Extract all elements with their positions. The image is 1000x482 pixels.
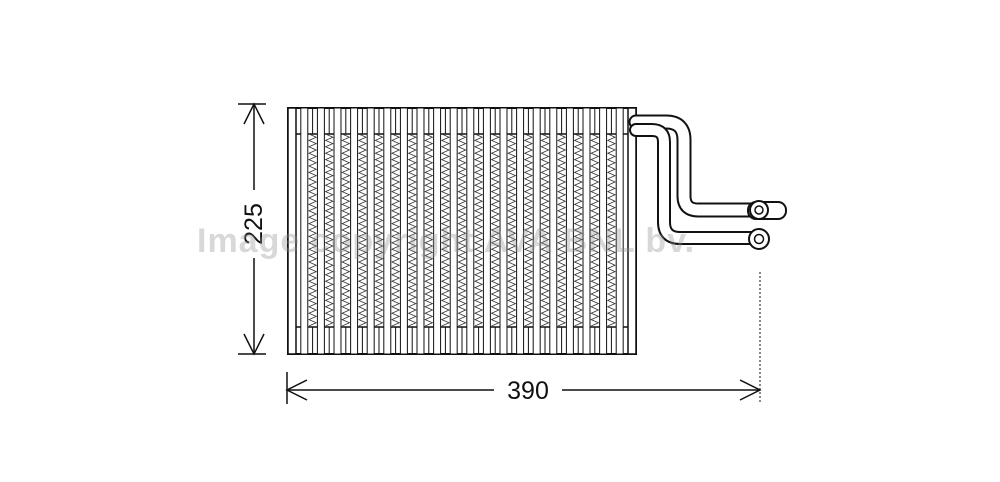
fin-corrugation <box>590 133 600 327</box>
flat-tube <box>449 107 458 355</box>
flat-tube <box>532 107 541 355</box>
copyright-watermark: Image copyright AVA BNL bv. <box>197 222 695 260</box>
fin-corrugation <box>540 133 550 327</box>
flat-tube <box>565 107 574 355</box>
fin-corrugation <box>424 133 434 327</box>
width-dimension-label: 390 <box>507 377 549 405</box>
flat-tube <box>333 107 342 355</box>
fin-corrugation <box>523 133 534 327</box>
fin-corrugation <box>307 133 318 327</box>
fin-corrugation <box>573 133 583 327</box>
flat-tube <box>316 107 325 355</box>
flat-tube <box>300 107 309 355</box>
fin-corrugation <box>457 133 467 327</box>
flat-tube <box>466 107 475 355</box>
fin-corrugation <box>490 133 500 327</box>
flat-tube <box>516 107 525 355</box>
fin-corrugation <box>440 133 451 327</box>
fin-corrugation <box>374 133 384 327</box>
width-arrow-left <box>285 379 308 401</box>
width-arrow-right <box>739 379 762 401</box>
fin-corrugation <box>407 133 417 327</box>
left-side-plate <box>287 107 297 355</box>
flat-tube <box>383 107 392 355</box>
flat-tube <box>433 107 442 355</box>
height-arrow-bottom <box>243 333 265 356</box>
refrigerant-pipes <box>628 114 766 245</box>
fin-field <box>295 107 629 355</box>
flat-tube <box>399 107 408 355</box>
flat-tube <box>499 107 508 355</box>
fin-corrugation <box>507 133 517 327</box>
flat-tube <box>482 107 491 355</box>
right-side-plate <box>627 107 637 355</box>
flat-tube <box>582 107 591 355</box>
fin-corrugation <box>357 133 368 327</box>
fin-corrugation <box>390 133 401 327</box>
flat-tube <box>599 107 608 355</box>
fin-corrugation <box>606 133 617 327</box>
flat-tube <box>350 107 359 355</box>
upper-pipe-connector <box>747 200 787 220</box>
fin-corrugation <box>473 133 484 327</box>
height-dimension-label: 225 <box>240 203 268 245</box>
height-dimension: 225 <box>238 102 268 356</box>
flat-tube <box>366 107 375 355</box>
fin-corrugation <box>341 133 351 327</box>
flat-tube <box>615 107 624 355</box>
width-dimension: 390 <box>285 272 762 405</box>
flat-tube <box>416 107 425 355</box>
evaporator-core-outline <box>287 107 637 355</box>
flat-tube <box>549 107 558 355</box>
fin-corrugation <box>324 133 334 327</box>
fin-corrugation <box>556 133 567 327</box>
height-arrow-top <box>243 102 265 125</box>
lower-pipe-connector <box>748 228 770 250</box>
